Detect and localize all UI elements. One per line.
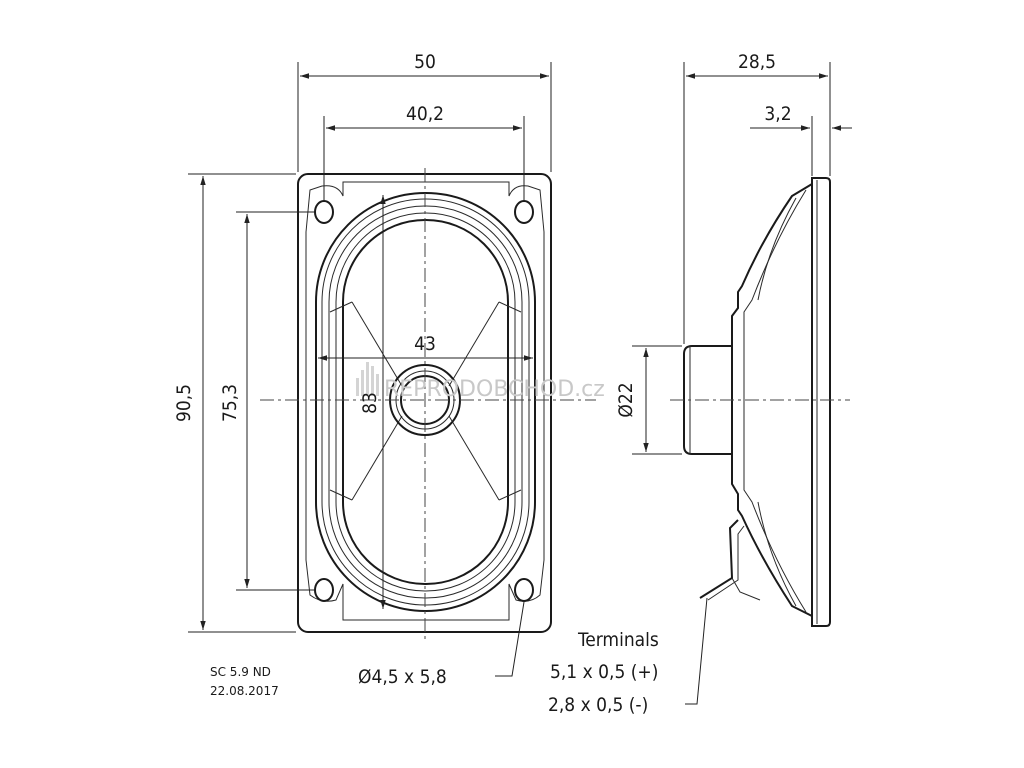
side-terminals bbox=[699, 519, 761, 601]
watermark: REPRODOBCHOD.cz bbox=[356, 362, 605, 402]
dim-label-cone-height: 83 bbox=[359, 392, 381, 414]
dimension-cone-height: 83 bbox=[359, 195, 386, 609]
dimension-width-outer: 50 bbox=[297, 51, 552, 172]
dim-label-cone-width: 43 bbox=[414, 333, 436, 355]
dim-label-magnet-diameter: Ø22 bbox=[615, 382, 637, 417]
dimension-cone-width: 43 bbox=[318, 333, 533, 361]
terminals-negative: 2,8 x 0,5 (-) bbox=[548, 694, 648, 716]
dimension-height-outer: 90,5 bbox=[173, 173, 296, 633]
cone-lines bbox=[329, 301, 522, 501]
model-info: SC 5.9 ND 22.08.2017 bbox=[210, 665, 279, 698]
dim-label-width-outer: 50 bbox=[414, 51, 436, 73]
side-flange bbox=[811, 177, 831, 627]
dimension-magnet-diameter: Ø22 bbox=[615, 345, 682, 455]
dimension-height-holes: 75,3 bbox=[219, 211, 314, 591]
model-name: SC 5.9 ND bbox=[210, 665, 271, 679]
front-view bbox=[260, 168, 596, 640]
dim-label-hole-size: Ø4,5 x 5,8 bbox=[358, 666, 447, 688]
watermark-text: REPRODOBCHOD.cz bbox=[384, 377, 605, 402]
frame-inner bbox=[305, 181, 545, 621]
dimension-width-inner: 40,2 bbox=[323, 103, 525, 200]
dim-label-flange: 3,2 bbox=[764, 103, 791, 125]
side-view bbox=[670, 177, 850, 627]
dim-label-height-outer: 90,5 bbox=[173, 384, 195, 422]
dim-label-height-holes: 75,3 bbox=[219, 384, 241, 422]
dim-label-depth: 28,5 bbox=[738, 51, 776, 73]
dimension-hole-size: Ø4,5 x 5,8 bbox=[358, 601, 525, 688]
model-date: 22.08.2017 bbox=[210, 684, 279, 698]
terminals-title: Terminals bbox=[577, 629, 659, 651]
dimension-flange: 3,2 bbox=[750, 103, 852, 176]
mounting-holes bbox=[314, 200, 534, 602]
dimension-depth: 28,5 bbox=[683, 51, 831, 344]
terminals-positive: 5,1 x 0,5 (+) bbox=[550, 661, 658, 683]
terminals-callout: Terminals 5,1 x 0,5 (+) 2,8 x 0,5 (-) bbox=[548, 597, 708, 716]
dim-label-width-inner: 40,2 bbox=[406, 103, 444, 125]
